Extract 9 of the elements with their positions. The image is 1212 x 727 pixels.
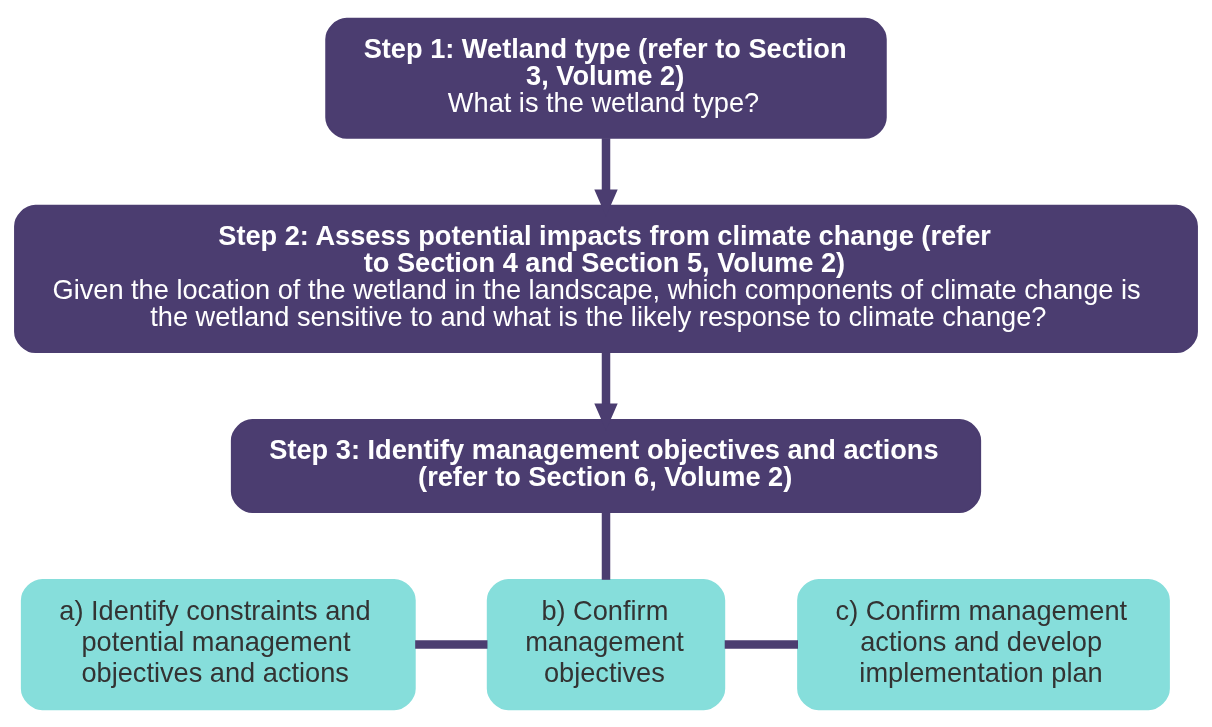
node-box: Step 3: Identify management objectives and actions (refer to Section 6, Volume 2)	[230, 418, 982, 513]
connector	[724, 639, 798, 649]
node-box: a) Identify constraints and potential management objectives and actions	[20, 578, 416, 710]
node-box: b) Confirm management objectives	[486, 578, 726, 710]
node-box: Step 2: Assess potential impacts from climate change (refer to Section 4 and Section 5, Volume 2) Given the location of the wetland in the landscape, which components of climate change is the wetland sensitive to and what is the likely response to climate change?	[14, 204, 1198, 353]
connector	[601, 511, 611, 580]
node-box: Step 1: Wetland type (refer to Section 3, Volume 2) What is the wetland type?	[325, 17, 887, 139]
node-box: c) Confirm management actions and develop implementation plan	[797, 578, 1170, 710]
connector	[415, 639, 488, 649]
